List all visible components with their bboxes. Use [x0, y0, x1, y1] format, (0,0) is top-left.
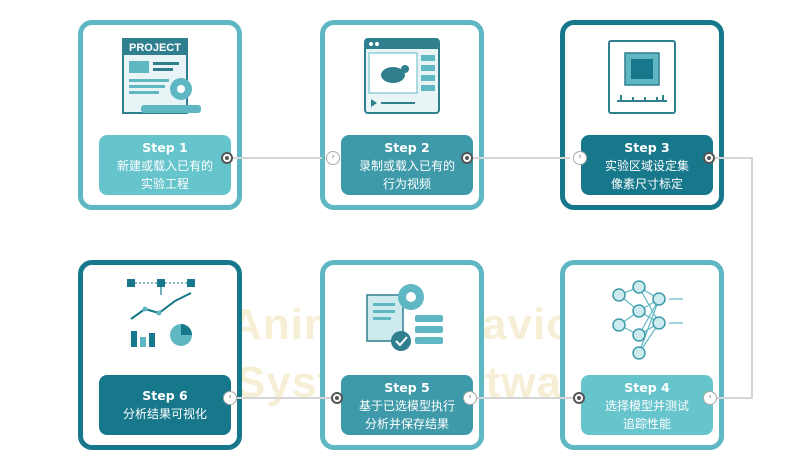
project-text: PROJECT: [129, 42, 181, 54]
step-label-2: Step 2 录制或载入已有的 行为视频: [341, 135, 473, 195]
step-text-line1: 基于已选模型执行: [358, 399, 455, 413]
connector-dot: [573, 392, 585, 404]
step-number: Step 4: [624, 380, 670, 395]
neural-network-icon: [612, 280, 683, 360]
step-card-1: PROJECT Step 1 新建或载入已有的 实验工程: [78, 20, 242, 210]
step-text-line1: 选择模型并测试: [604, 399, 689, 413]
step-card-2: Step 2 录制或载入已有的 行为视频: [320, 20, 484, 210]
step-number: Step 2: [384, 140, 430, 155]
step-card-6: Step 6 分析结果可视化: [78, 260, 242, 450]
connector-dot: [703, 152, 715, 164]
ruler-frame-icon: [608, 40, 676, 114]
step-label-4: Step 4 选择模型并测试 追踪性能: [581, 375, 713, 435]
step-text-line1: 新建或载入已有的: [116, 159, 213, 173]
step-text-line2: 实验工程: [140, 177, 189, 191]
step-text-line1: 录制或载入已有的: [358, 159, 455, 173]
connector-dot: [331, 392, 343, 404]
chevron-left-icon: ‹: [463, 391, 477, 405]
step-text-line2: 追踪性能: [622, 417, 671, 431]
chevron-right-icon: ›: [326, 151, 340, 165]
charts-icon: [127, 279, 195, 347]
step-label-5: Step 5 基于已选模型执行 分析并保存结果: [341, 375, 473, 435]
connector-dot: [221, 152, 233, 164]
step-number: Step 3: [624, 140, 670, 155]
chevron-right-icon: ›: [573, 151, 587, 165]
connector-dot: [461, 152, 473, 164]
step-text-line2: 分析并保存结果: [364, 417, 449, 431]
step-text-line1: 实验区域设定集: [604, 159, 689, 173]
gear-document-check-icon: [366, 284, 443, 351]
chevron-left-icon: ‹: [223, 391, 237, 405]
step-label-3: Step 3 实验区域设定集 像素尺寸标定: [581, 135, 713, 195]
video-mouse-icon: [364, 38, 440, 114]
step-number: Step 6: [142, 388, 188, 403]
chevron-left-icon: ‹: [703, 391, 717, 405]
step-card-4: Step 4 选择模型并测试 追踪性能: [560, 260, 724, 450]
step-number: Step 1: [142, 140, 188, 155]
step-label-6: Step 6 分析结果可视化: [99, 375, 231, 435]
step-card-3: Step 3 实验区域设定集 像素尺寸标定: [560, 20, 724, 210]
step-text-line1: 分析结果可视化: [122, 407, 207, 421]
step-label-1: Step 1 新建或载入已有的 实验工程: [99, 135, 231, 195]
project-document-icon: PROJECT: [122, 38, 201, 114]
step-text-line2: 像素尺寸标定: [610, 177, 683, 191]
step-card-5: Step 5 基于已选模型执行 分析并保存结果: [320, 260, 484, 450]
step-number: Step 5: [384, 380, 430, 395]
step-text-line2: 行为视频: [382, 177, 431, 191]
